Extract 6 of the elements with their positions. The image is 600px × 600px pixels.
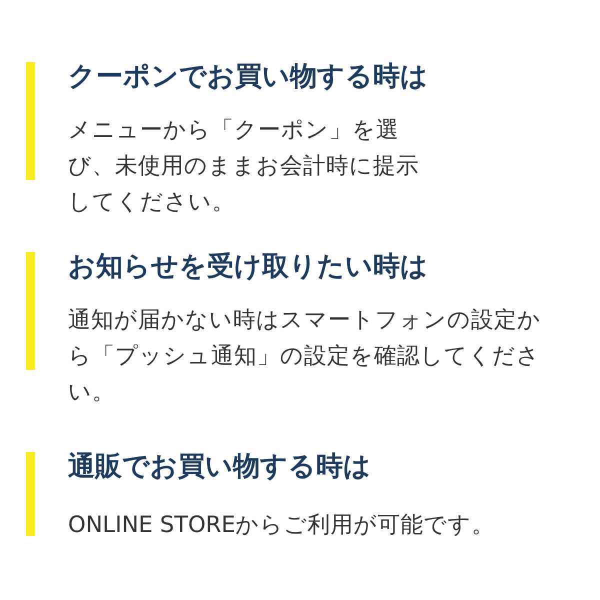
section-heading: 通販でお買い物する時は — [68, 450, 371, 484]
section-text: ONLINE STOREからご利用が可能です。 — [68, 511, 494, 540]
section-heading: クーポンでお買い物する時は — [68, 60, 428, 94]
section-heading: お知らせを受け取りたい時は — [68, 250, 428, 284]
section-text: メニューから「クーポン」を選び、未使用のままお会計時に提示してください。 — [68, 116, 420, 217]
section-text: 通知が届かない時はスマートフォンの設定から「プッシュ通知」の設定を確認してください。 — [68, 306, 542, 407]
